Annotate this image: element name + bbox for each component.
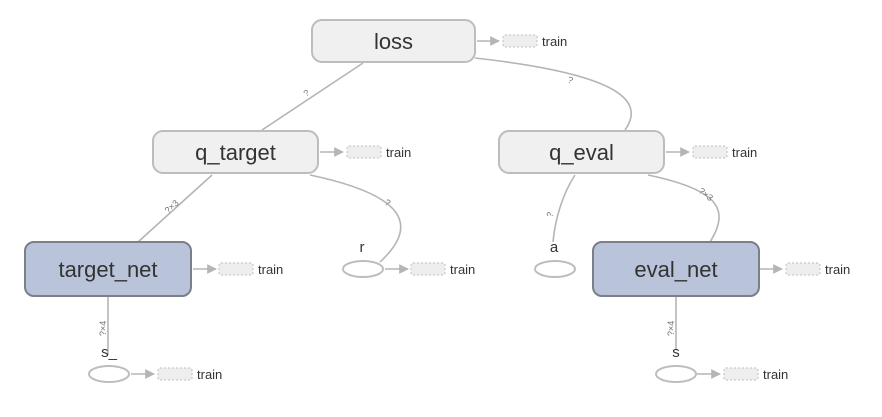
edge-r-q_target — [309, 174, 402, 263]
node-target_net-box[interactable] — [24, 241, 192, 297]
aux-pill-loss[interactable] — [502, 34, 538, 48]
node-a[interactable]: a — [534, 239, 576, 278]
aux-label-q_target: train — [386, 145, 411, 160]
node-s-label: s — [672, 344, 680, 361]
edge-label-q_eval-loss: ? — [566, 74, 574, 85]
node-q_eval[interactable]: q_eval — [498, 130, 665, 174]
edge-label-r-q_target: ? — [383, 197, 392, 208]
node-eval_net[interactable]: eval_net — [592, 241, 760, 297]
edge-q_target-loss — [261, 62, 364, 131]
aux-pill-q_eval[interactable] — [692, 145, 728, 159]
edge-label-q_target-loss: ? — [302, 88, 312, 99]
aux-pill-q_target[interactable] — [346, 145, 382, 159]
node-q_target-box[interactable] — [152, 130, 319, 174]
node-s-ellipse[interactable] — [655, 365, 697, 383]
edge-target_net-q_target — [137, 174, 213, 243]
aux-connectors — [131, 36, 783, 379]
node-loss-box[interactable] — [311, 19, 476, 63]
node-s_-label: s_ — [101, 344, 118, 361]
node-q_eval-box[interactable] — [498, 130, 665, 174]
edge-q_eval-loss — [474, 57, 632, 131]
node-q_target-label: q_target — [195, 140, 276, 165]
node-r[interactable]: r — [342, 239, 384, 278]
node-eval_net-box[interactable] — [592, 241, 760, 297]
edge-label-s-eval_net: ?×4 — [666, 321, 676, 336]
aux-label-loss: train — [542, 34, 567, 49]
aux-label-q_eval: train — [732, 145, 757, 160]
edge-a-q_eval — [552, 174, 576, 243]
aux-label-eval_net: train — [825, 262, 850, 277]
aux-label-r: train — [450, 262, 475, 277]
node-a-label: a — [550, 239, 559, 256]
node-loss[interactable]: loss — [311, 19, 476, 63]
node-eval_net-label: eval_net — [634, 257, 717, 282]
aux-pill-eval_net[interactable] — [785, 262, 821, 276]
node-target_net[interactable]: target_net — [24, 241, 192, 297]
node-loss-label: loss — [374, 29, 413, 54]
edge-label-a-q_eval: ? — [544, 211, 555, 219]
node-s_-ellipse[interactable] — [88, 365, 130, 383]
aux-pill-s[interactable] — [723, 367, 759, 381]
aux-label-target_net: train — [258, 262, 283, 277]
aux-label-s: train — [763, 367, 788, 382]
node-r-ellipse[interactable] — [342, 260, 384, 278]
edges — [107, 57, 720, 355]
edge-label-target_net-q_target: ?×3 — [163, 198, 181, 216]
node-a-ellipse[interactable] — [534, 260, 576, 278]
aux-pill-r[interactable] — [410, 262, 446, 276]
aux-pills — [157, 34, 821, 381]
aux-label-s_: train — [197, 367, 222, 382]
node-q_eval-label: q_eval — [549, 140, 614, 165]
edge-label-s_-target_net: ?×4 — [98, 321, 108, 336]
edge-eval_net-q_eval — [647, 174, 720, 243]
node-target_net-label: target_net — [58, 257, 157, 282]
node-s[interactable]: s — [655, 344, 697, 383]
aux-pill-target_net[interactable] — [218, 262, 254, 276]
aux-pill-s_[interactable] — [157, 367, 193, 381]
node-q_target[interactable]: q_target — [152, 130, 319, 174]
node-s_[interactable]: s_ — [88, 344, 130, 383]
node-r-label: r — [360, 239, 365, 256]
aux-labels: train train train train train train trai… — [197, 34, 850, 382]
